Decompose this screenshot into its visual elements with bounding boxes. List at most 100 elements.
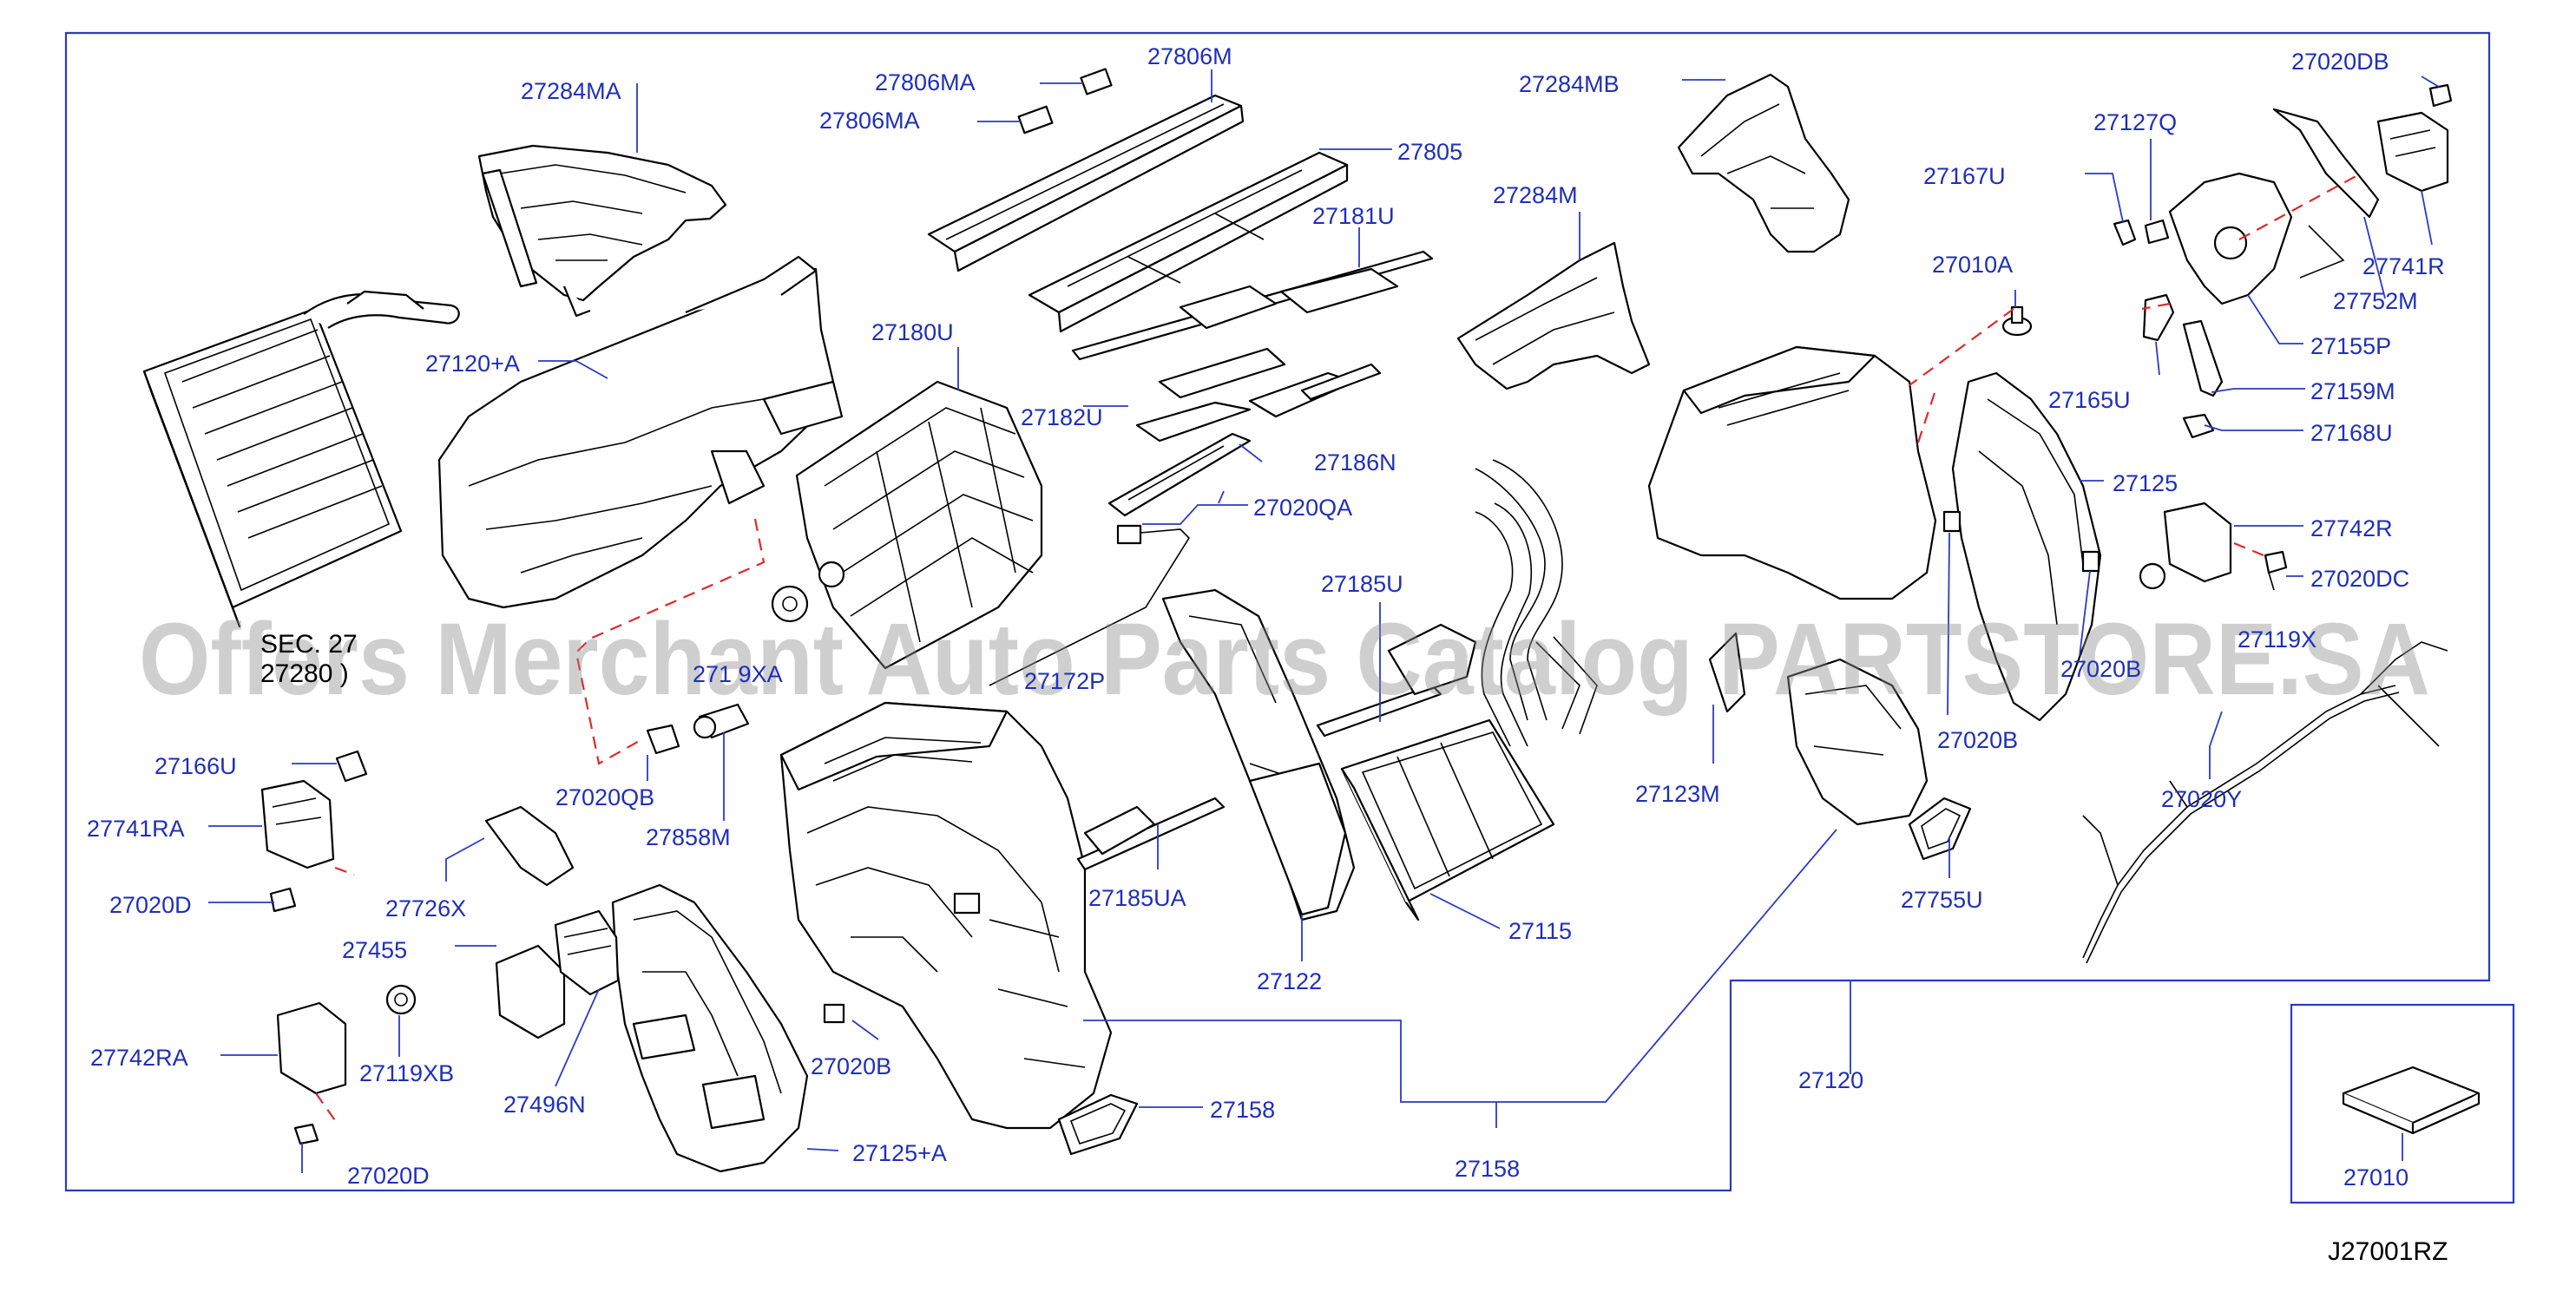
- clip-27020B-right: [1942, 510, 2100, 573]
- clip-27020QB: [646, 724, 680, 755]
- heater-unit-body: [779, 701, 1113, 1130]
- harness-27020Y: [2082, 641, 2448, 964]
- callout-27122: 27122: [1257, 968, 1322, 994]
- callout-27020d: 27020D: [347, 1163, 430, 1189]
- case-27010: [1647, 345, 1937, 826]
- seal-27123M: [1708, 632, 1746, 713]
- duct-27284M: [1456, 241, 1651, 390]
- clip-27806MA-b: [1017, 105, 1054, 134]
- callout-27167u: 27167U: [1923, 163, 2006, 189]
- watermark-text: Offers Merchant Auto Parts Catalog PARTS…: [139, 602, 2430, 717]
- callout-27158: 27158: [1455, 1156, 1520, 1182]
- screw-27167U: [2113, 219, 2137, 246]
- duct-27284MA: [477, 144, 727, 318]
- callout-27020qb: 27020QB: [555, 784, 654, 810]
- screw-27020D-lower: [293, 1123, 319, 1145]
- callout-27806ma: 27806MA: [875, 69, 976, 95]
- callout-27185u: 27185U: [1321, 571, 1403, 597]
- clip-27168U: [2182, 413, 2215, 439]
- screw-27020D-upper: [269, 887, 297, 913]
- label-sec: SEC. 27: [260, 630, 358, 659]
- sensor-27455: [495, 944, 566, 1040]
- sensor-27726X: [484, 805, 575, 887]
- callout-27742ra: 27742RA: [90, 1045, 188, 1071]
- callout-27752m: 27752M: [2333, 288, 2418, 314]
- gasket-27158-bottom: [1057, 1093, 1139, 1156]
- callout-27755u: 27755U: [1901, 887, 1983, 913]
- clip-27806MA-a: [1080, 68, 1113, 95]
- callout-27166u: 27166U: [154, 753, 237, 779]
- evaporator-core: [142, 290, 460, 628]
- callout-27805: 27805: [1397, 139, 1462, 165]
- callout-27020db: 27020DB: [2291, 49, 2389, 75]
- lever-27165U: [2142, 293, 2175, 342]
- grille-27180U: [795, 380, 1043, 670]
- actuator-27742R: [2163, 502, 2232, 583]
- duct-27284MB: [1677, 73, 1850, 253]
- callout-27806ma: 27806MA: [819, 108, 920, 134]
- motor-blower-small: [771, 585, 809, 623]
- callout-27020y: 27020Y: [2161, 786, 2242, 812]
- connector-27020QA: [989, 524, 1191, 686]
- bracket-27752M: [2272, 108, 2380, 279]
- callout-27125: 27125: [2113, 470, 2178, 496]
- callout-27155p: 27155P: [2310, 333, 2391, 359]
- duct-27125: [1951, 371, 2102, 722]
- screw-27020DB: [2428, 83, 2453, 108]
- callout-27127q: 27127Q: [2093, 109, 2177, 135]
- duct-27122: [1161, 588, 1356, 921]
- part-drawings: [142, 68, 2481, 1173]
- callout-27115: 27115: [1508, 918, 1572, 944]
- duct-27125A: [611, 883, 809, 1173]
- label-sec-sub: 27280 ): [260, 659, 349, 688]
- leader-lines: [208, 69, 2440, 1173]
- filter-27805: [1028, 151, 1349, 333]
- clip-27166U: [335, 750, 368, 783]
- callout-27120: 27120: [1798, 1067, 1863, 1093]
- rod-27185U: [1316, 623, 1477, 738]
- resistor-27496N: [554, 909, 620, 996]
- callout-27284m: 27284M: [1493, 182, 1578, 208]
- callout-27741r: 27741R: [2362, 253, 2445, 279]
- callout-27186n: 27186N: [1314, 449, 1396, 475]
- callout-27180u: 27180U: [871, 319, 954, 345]
- lever-27159M: [2182, 319, 2224, 397]
- callout-27119xb: 27119XB: [359, 1060, 454, 1086]
- callout-27165u: 27165U: [2048, 387, 2131, 413]
- callout-27020dc: 27020DC: [2310, 566, 2409, 592]
- callout-27726x: 27726X: [385, 895, 466, 921]
- callout-27020qa: 27020QA: [1253, 495, 1352, 521]
- label-27172P: 27172P: [1024, 668, 1105, 694]
- motor-27858M: [693, 703, 750, 739]
- actuator-27741RA: [260, 779, 335, 869]
- callout-27182u: 27182U: [1021, 404, 1103, 430]
- callout-27455: 27455: [342, 937, 407, 963]
- nut-27119X: [2139, 562, 2166, 590]
- case-27120A: [437, 255, 844, 609]
- callout-27741ra: 27741RA: [87, 816, 185, 842]
- label-27119X: 27119X: [2238, 626, 2316, 653]
- gasket-27158-right: [1908, 797, 1972, 861]
- alignment-lines: [315, 173, 2362, 1124]
- screw-27020DC: [2264, 550, 2288, 591]
- callout-27120a: 27120+A: [425, 351, 520, 377]
- label-27020B-obscured: 27020B: [2060, 656, 2141, 682]
- door-assembly-27181U: [1071, 250, 1434, 443]
- callout-27496n: 27496N: [503, 1092, 586, 1118]
- callout-27858m: 27858M: [646, 824, 731, 850]
- diagram-frame: [64, 31, 2515, 1204]
- heater-pipes: [1475, 459, 1598, 747]
- heater-core-27115: [1340, 718, 1555, 921]
- callout-27159m: 27159M: [2310, 378, 2395, 404]
- callout-27181u: 27181U: [1312, 203, 1395, 229]
- diagram-reference-code: J27001RZ: [2328, 1237, 2448, 1266]
- callout-27158: 27158: [1210, 1097, 1275, 1123]
- callout-27010: 27010: [2343, 1164, 2408, 1190]
- actuator-27742RA: [276, 1001, 347, 1095]
- callout-27020b: 27020B: [811, 1053, 891, 1079]
- callout-27284ma: 27284MA: [521, 78, 621, 104]
- callout-27020b: 27020B: [1937, 727, 2018, 753]
